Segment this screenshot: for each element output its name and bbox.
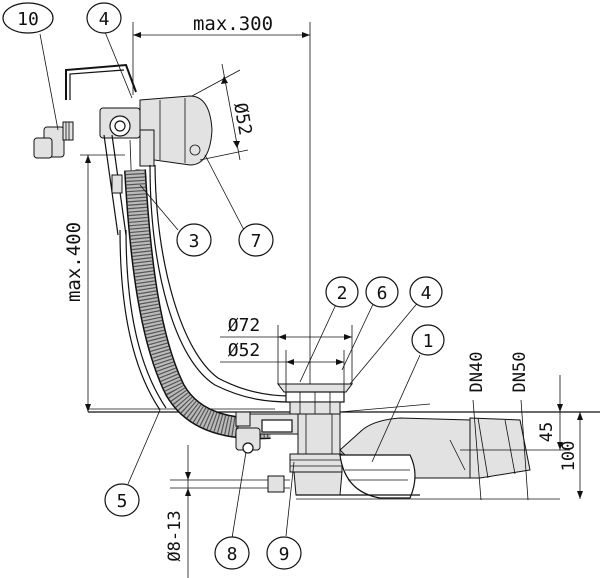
svg-text:10: 10 — [17, 9, 39, 30]
svg-text:6: 6 — [377, 283, 388, 304]
dim-hose-diameter: Ø8-13 — [165, 445, 290, 578]
svg-text:4: 4 — [421, 283, 432, 304]
bowden-cable — [119, 164, 291, 411]
svg-text:7: 7 — [251, 231, 262, 252]
svg-text:3: 3 — [189, 231, 200, 252]
overflow-diameter-label: Ø52 — [229, 101, 255, 137]
waste-body — [235, 411, 343, 496]
waste-outer-diameter-label: Ø72 — [228, 315, 261, 336]
dim-max-width: max.300 — [132, 13, 311, 412]
callout-4-waste: 4 — [409, 276, 443, 308]
overflow-lever — [65, 63, 137, 100]
callout-7: 7 — [238, 223, 274, 257]
svg-text:8: 8 — [227, 544, 238, 565]
outlet-dn50-label: DN50 — [510, 352, 530, 393]
callout-10: 10 — [2, 2, 54, 34]
svg-text:1: 1 — [423, 331, 434, 352]
callout-8: 8 — [214, 536, 250, 570]
callout-2: 2 — [325, 276, 359, 308]
callout-6: 6 — [365, 276, 399, 308]
waste-inner-diameter-label: Ø52 — [228, 340, 261, 361]
outlet-height-label: 45 — [537, 422, 557, 442]
leader-lines — [39, 31, 421, 539]
waste-plug — [277, 383, 431, 415]
callout-1: 1 — [411, 324, 445, 356]
svg-text:4: 4 — [99, 9, 110, 30]
svg-text:9: 9 — [279, 544, 290, 565]
callout-4-top: 4 — [86, 2, 122, 34]
callout-5: 5 — [104, 483, 140, 517]
dim-outlet: DN40 DN50 45 100 — [460, 352, 583, 501]
hose-diameter-label: Ø8-13 — [165, 510, 185, 561]
outlet-dn40-label: DN40 — [467, 352, 487, 393]
svg-text:5: 5 — [117, 491, 128, 512]
total-height-label: 100 — [559, 441, 579, 472]
trap-outlet — [296, 417, 560, 500]
callout-3: 3 — [176, 223, 212, 257]
dim-max-height: max.400 — [63, 154, 125, 412]
max-height-label: max.400 — [63, 222, 85, 302]
dim-overflow-diameter: Ø52 — [191, 63, 256, 161]
angle-valve — [33, 121, 74, 159]
dim-waste-diameters: Ø72 Ø52 — [220, 315, 353, 392]
overflow-head — [99, 95, 213, 167]
callout-9: 9 — [266, 536, 302, 570]
svg-text:2: 2 — [337, 283, 348, 304]
corrugated-hose — [124, 169, 271, 440]
max-width-label: max.300 — [193, 13, 273, 35]
